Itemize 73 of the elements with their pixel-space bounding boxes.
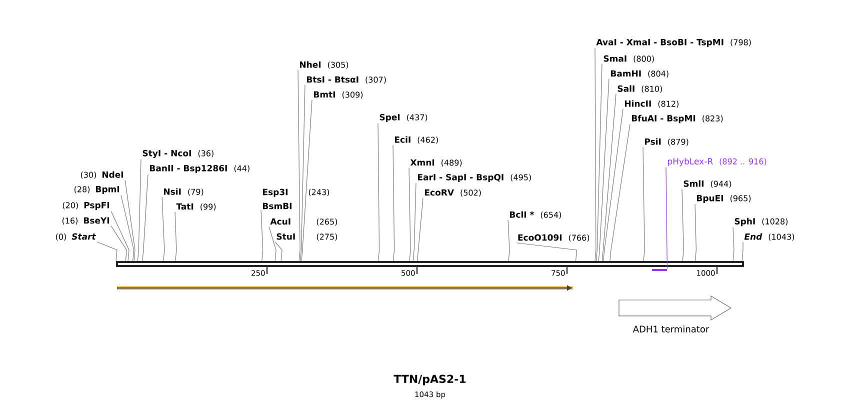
leader-line xyxy=(594,48,596,262)
leader-line xyxy=(412,182,416,262)
enzyme-site-label: BmtI (309) xyxy=(314,91,363,99)
enzyme-site-label: BanII - Bsp1286I (44) xyxy=(150,164,250,174)
enzyme-site-label: EcoRV (502) xyxy=(425,189,481,197)
enzyme-site-label: AcuI (265) xyxy=(270,218,338,226)
leader-line xyxy=(142,174,148,262)
leader-line xyxy=(603,108,624,262)
leader-line xyxy=(508,220,510,262)
leader-line xyxy=(120,194,134,262)
enzyme-site-label: EcoO109I (766) xyxy=(518,234,590,242)
leader-line xyxy=(408,168,411,262)
leader-line xyxy=(274,242,282,262)
leader-line xyxy=(516,242,578,262)
enzyme-site-label: HincII (812) xyxy=(625,100,678,108)
leader-line xyxy=(598,78,610,262)
enzyme-site-label: XmnI (489) xyxy=(410,159,462,167)
leader-line xyxy=(137,158,142,262)
leader-line xyxy=(682,188,684,262)
leader-line xyxy=(694,204,696,262)
leader-line xyxy=(110,226,127,262)
enzyme-site-label: AvaI - XmaI - BsoBI - TspMI (798) xyxy=(596,39,751,47)
enzyme-site-label: SphI (1028) xyxy=(734,218,788,226)
leader-line xyxy=(642,146,645,262)
title: TTN/pAS2-1 xyxy=(394,374,466,386)
leader-line xyxy=(268,226,276,262)
enzyme-site-label: EarI - SapI - BspQI (495) xyxy=(418,174,531,182)
enzyme-site-label: SalI (810) xyxy=(618,85,662,93)
enzyme-site-label: NheI (305) xyxy=(300,61,348,69)
sequence-backbone xyxy=(116,260,744,267)
leader-line xyxy=(96,242,118,262)
leader-line xyxy=(378,122,380,262)
enzyme-site-label: TatI (99) xyxy=(176,203,216,211)
enzyme-site-label: PsiI (879) xyxy=(645,138,688,146)
leader-line xyxy=(417,198,424,262)
leader-line xyxy=(110,210,130,262)
leader-line xyxy=(602,94,616,262)
enzyme-site-label: End (1043) xyxy=(744,233,794,241)
enzyme-site-label: SmaI (800) xyxy=(604,55,654,63)
leader-line xyxy=(174,212,177,262)
leader-line xyxy=(732,227,734,262)
enzyme-site-label: (0) Start xyxy=(56,233,96,241)
node-label: ADH1 terminator xyxy=(632,326,710,332)
leader-line xyxy=(742,242,744,262)
enzyme-site-label: StyI - NcoI (36) xyxy=(142,150,214,158)
enzyme-site-label: Esp3I (243) BsmBI xyxy=(263,188,330,210)
enzyme-site-label: BclI * (654) xyxy=(510,211,562,219)
primer-label: pHybLex-R (892 .. 916) xyxy=(668,158,766,166)
leader-line xyxy=(596,64,602,262)
enzyme-site-label: BpuEI (965) xyxy=(697,195,751,203)
leader-line xyxy=(392,144,395,262)
enzyme-site-label: (30) NdeI xyxy=(80,171,124,179)
enzyme-site-label: (16) BseYI xyxy=(62,217,110,225)
enzyme-site-label: SmlI (944) xyxy=(684,180,732,188)
leader-line xyxy=(300,84,306,262)
leader-line xyxy=(162,196,165,262)
enzyme-site-label: NsiI (79) xyxy=(164,188,204,196)
enzyme-site-label: (28) BpmI xyxy=(74,186,120,194)
terminator-feature: ADH1 terminator xyxy=(618,295,732,332)
enzyme-site-label: EciI (462) xyxy=(395,136,438,144)
leader-line xyxy=(301,100,312,262)
leader-line xyxy=(610,124,630,262)
enzyme-site-label: SpeI (437) xyxy=(380,114,428,122)
primer-bar xyxy=(652,268,667,271)
enzyme-site-label: BfuAI - BspMI (823) xyxy=(632,114,723,124)
leader-line xyxy=(298,70,300,262)
enzyme-site-label: (20) PspFI xyxy=(62,202,110,210)
leader-line xyxy=(124,180,136,262)
leader-line xyxy=(666,167,668,270)
enzyme-site-label: BamHI (804) xyxy=(611,70,668,78)
enzyme-site-label: BtsI - BtsαI (307) xyxy=(307,76,386,84)
leader-line xyxy=(260,210,264,262)
enzyme-site-label: StuI (275) xyxy=(276,233,338,241)
